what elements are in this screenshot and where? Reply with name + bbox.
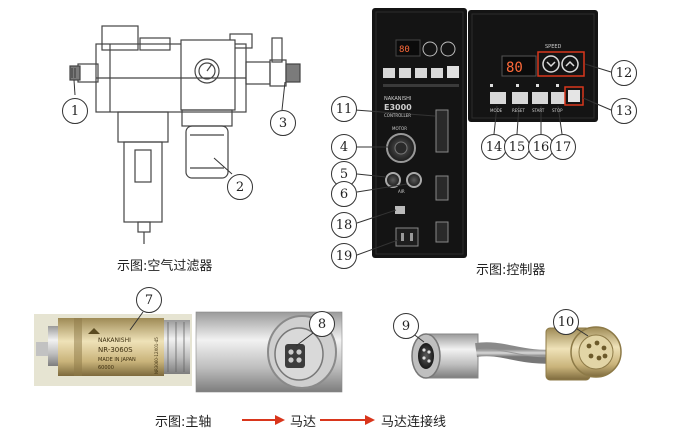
caption-spindle: 示图:主轴 — [155, 415, 212, 430]
callout-12: 12 — [611, 60, 637, 86]
air-socket-label: AIR — [398, 189, 405, 194]
callout-10: 10 — [553, 309, 579, 335]
arrow-right-icon — [320, 415, 375, 425]
arrow-right-icon — [242, 415, 285, 425]
spindle-madein-text: MADE IN JAPAN — [98, 357, 136, 363]
spindle-brand-text: NAKANISHI — [98, 337, 131, 344]
callout-16: 16 — [528, 134, 554, 160]
ctrl-label-stop: STOP — [552, 108, 563, 113]
controller-brand-text: NAKANISHI — [384, 96, 411, 102]
motor-socket-label: MOTOR — [392, 126, 407, 131]
spindle-side-text: NR3060-12X01-45 — [154, 337, 159, 374]
caption-motor: 马达 — [290, 415, 317, 430]
callout-3: 3 — [270, 110, 296, 136]
controller-subtitle-text: CONTROLLER — [384, 113, 411, 118]
speed-label: SPEED — [545, 44, 562, 50]
ctrl-label-reset: RESET — [512, 108, 525, 113]
callout-11: 11 — [331, 96, 357, 122]
caption-air-filter: 示图:空气过滤器 — [117, 259, 213, 274]
motor-cable-image — [380, 314, 636, 394]
callout-1: 1 — [62, 98, 88, 124]
callout-14: 14 — [481, 134, 507, 160]
callout-17: 17 — [550, 134, 576, 160]
controller-model-text: E3000 — [384, 103, 412, 112]
callout-2: 2 — [227, 174, 253, 200]
callout-8: 8 — [309, 311, 335, 337]
panel-display-value: 80 — [399, 45, 410, 55]
spindle-model-text: NR-3060S — [98, 346, 133, 354]
callout-19: 19 — [331, 243, 357, 269]
callout-9: 9 — [393, 313, 419, 339]
spindle-image — [34, 314, 192, 386]
ctrl-label-start: START — [532, 108, 545, 113]
callout-13: 13 — [611, 98, 637, 124]
callout-6: 6 — [331, 181, 357, 207]
caption-controller: 示图:控制器 — [476, 263, 546, 278]
air-filter-drawing — [69, 25, 301, 244]
leader-lines — [73, 63, 612, 347]
callout-15: 15 — [504, 134, 530, 160]
caption-motor-cable: 马达连接线 — [381, 415, 447, 430]
controller-closeup-panel — [468, 10, 598, 122]
closeup-display-value: 80 — [506, 60, 523, 76]
callout-18: 18 — [331, 212, 357, 238]
callout-4: 4 — [331, 134, 357, 160]
ctrl-label-mode: MODE — [490, 108, 503, 113]
spindle-rpm-text: 60000 — [98, 365, 114, 371]
callout-7: 7 — [136, 287, 162, 313]
controller-front-panel — [372, 8, 467, 258]
